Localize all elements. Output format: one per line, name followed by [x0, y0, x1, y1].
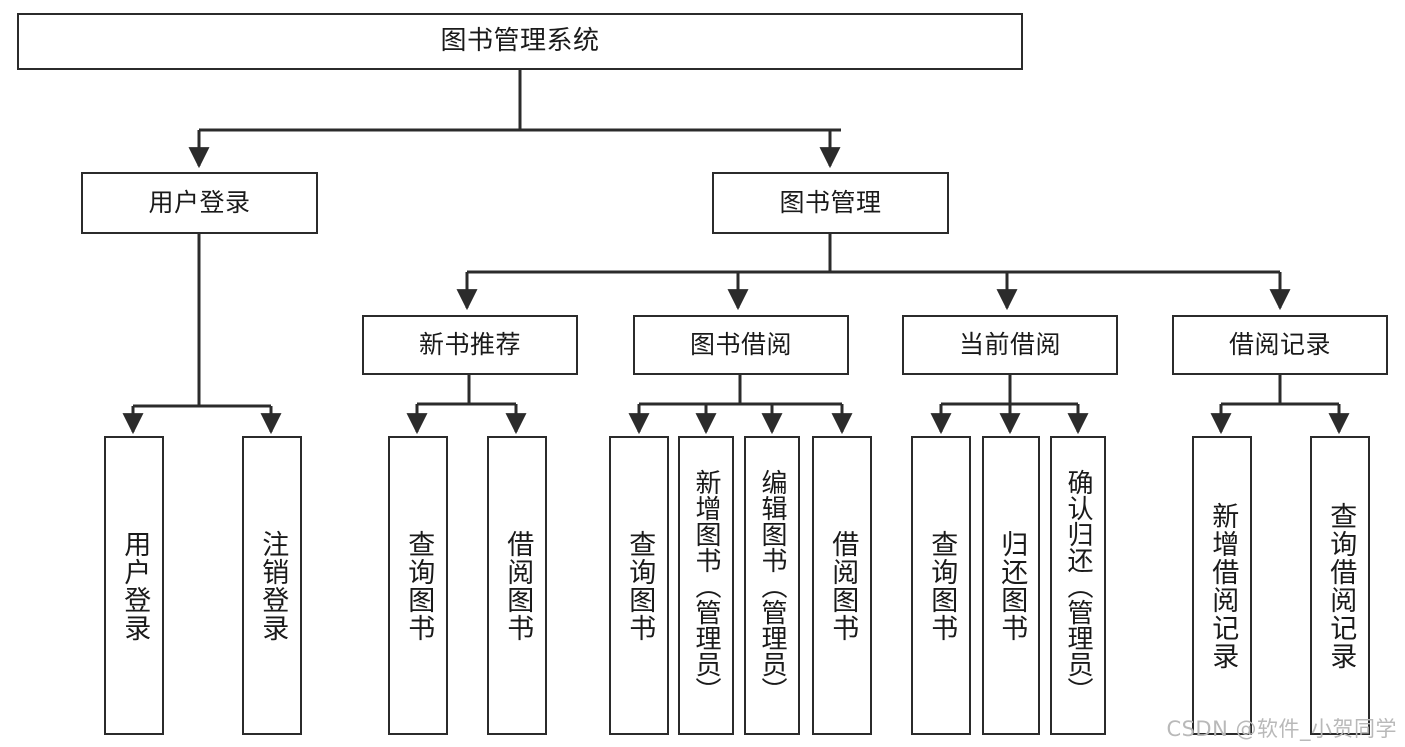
node-leaf-add-borrow-record[interactable]: 新增借阅记录: [1192, 436, 1252, 735]
node-label: 编辑图书（管理员）: [757, 468, 787, 703]
node-leaf-borrow-book[interactable]: 借阅图书: [812, 436, 872, 735]
node-current-borrow[interactable]: 当前借阅: [902, 315, 1118, 375]
node-label: 查询图书: [403, 529, 435, 642]
node-leaf-add-book-admin[interactable]: 新增图书（管理员）: [678, 436, 734, 735]
node-leaf-query-book-newrec[interactable]: 查询图书: [388, 436, 448, 735]
node-label: 归还图书: [996, 529, 1028, 642]
node-leaf-logout[interactable]: 注销登录: [242, 436, 302, 735]
node-label: 注销登录: [257, 529, 289, 642]
node-label: 新增借阅记录: [1207, 501, 1239, 670]
node-label: 确认归还（管理员）: [1063, 468, 1093, 703]
node-book-management[interactable]: 图书管理: [712, 172, 949, 234]
node-leaf-query-borrow-record[interactable]: 查询借阅记录: [1310, 436, 1370, 735]
node-label: 图书借阅: [689, 329, 792, 359]
node-label: 查询借阅记录: [1325, 501, 1357, 670]
node-book-borrow[interactable]: 图书借阅: [633, 315, 849, 375]
node-label: 用户登录: [119, 529, 151, 642]
node-leaf-confirm-return-admin[interactable]: 确认归还（管理员）: [1050, 436, 1106, 735]
node-label: 借阅图书: [827, 529, 859, 642]
node-user-login[interactable]: 用户登录: [81, 172, 318, 234]
node-label: 当前借阅: [958, 329, 1061, 359]
node-label: 新增图书（管理员）: [691, 468, 721, 703]
node-leaf-query-book-current[interactable]: 查询图书: [911, 436, 971, 735]
node-label: 图书管理: [779, 187, 882, 217]
node-label: 新书推荐: [418, 329, 521, 359]
node-leaf-borrow-book-newrec[interactable]: 借阅图书: [487, 436, 547, 735]
node-label: 查询图书: [926, 529, 958, 642]
node-label: 查询图书: [624, 529, 656, 642]
node-label: 图书管理系统: [440, 25, 600, 56]
node-root-system[interactable]: 图书管理系统: [17, 13, 1023, 70]
node-label: 用户登录: [148, 187, 251, 217]
node-leaf-user-login[interactable]: 用户登录: [104, 436, 164, 735]
node-borrow-record[interactable]: 借阅记录: [1172, 315, 1388, 375]
node-new-book-recommend[interactable]: 新书推荐: [362, 315, 578, 375]
node-leaf-query-book-borrow[interactable]: 查询图书: [609, 436, 669, 735]
node-leaf-edit-book-admin[interactable]: 编辑图书（管理员）: [744, 436, 800, 735]
node-label: 借阅记录: [1228, 329, 1331, 359]
node-leaf-return-book[interactable]: 归还图书: [982, 436, 1040, 735]
node-label: 借阅图书: [502, 529, 534, 642]
